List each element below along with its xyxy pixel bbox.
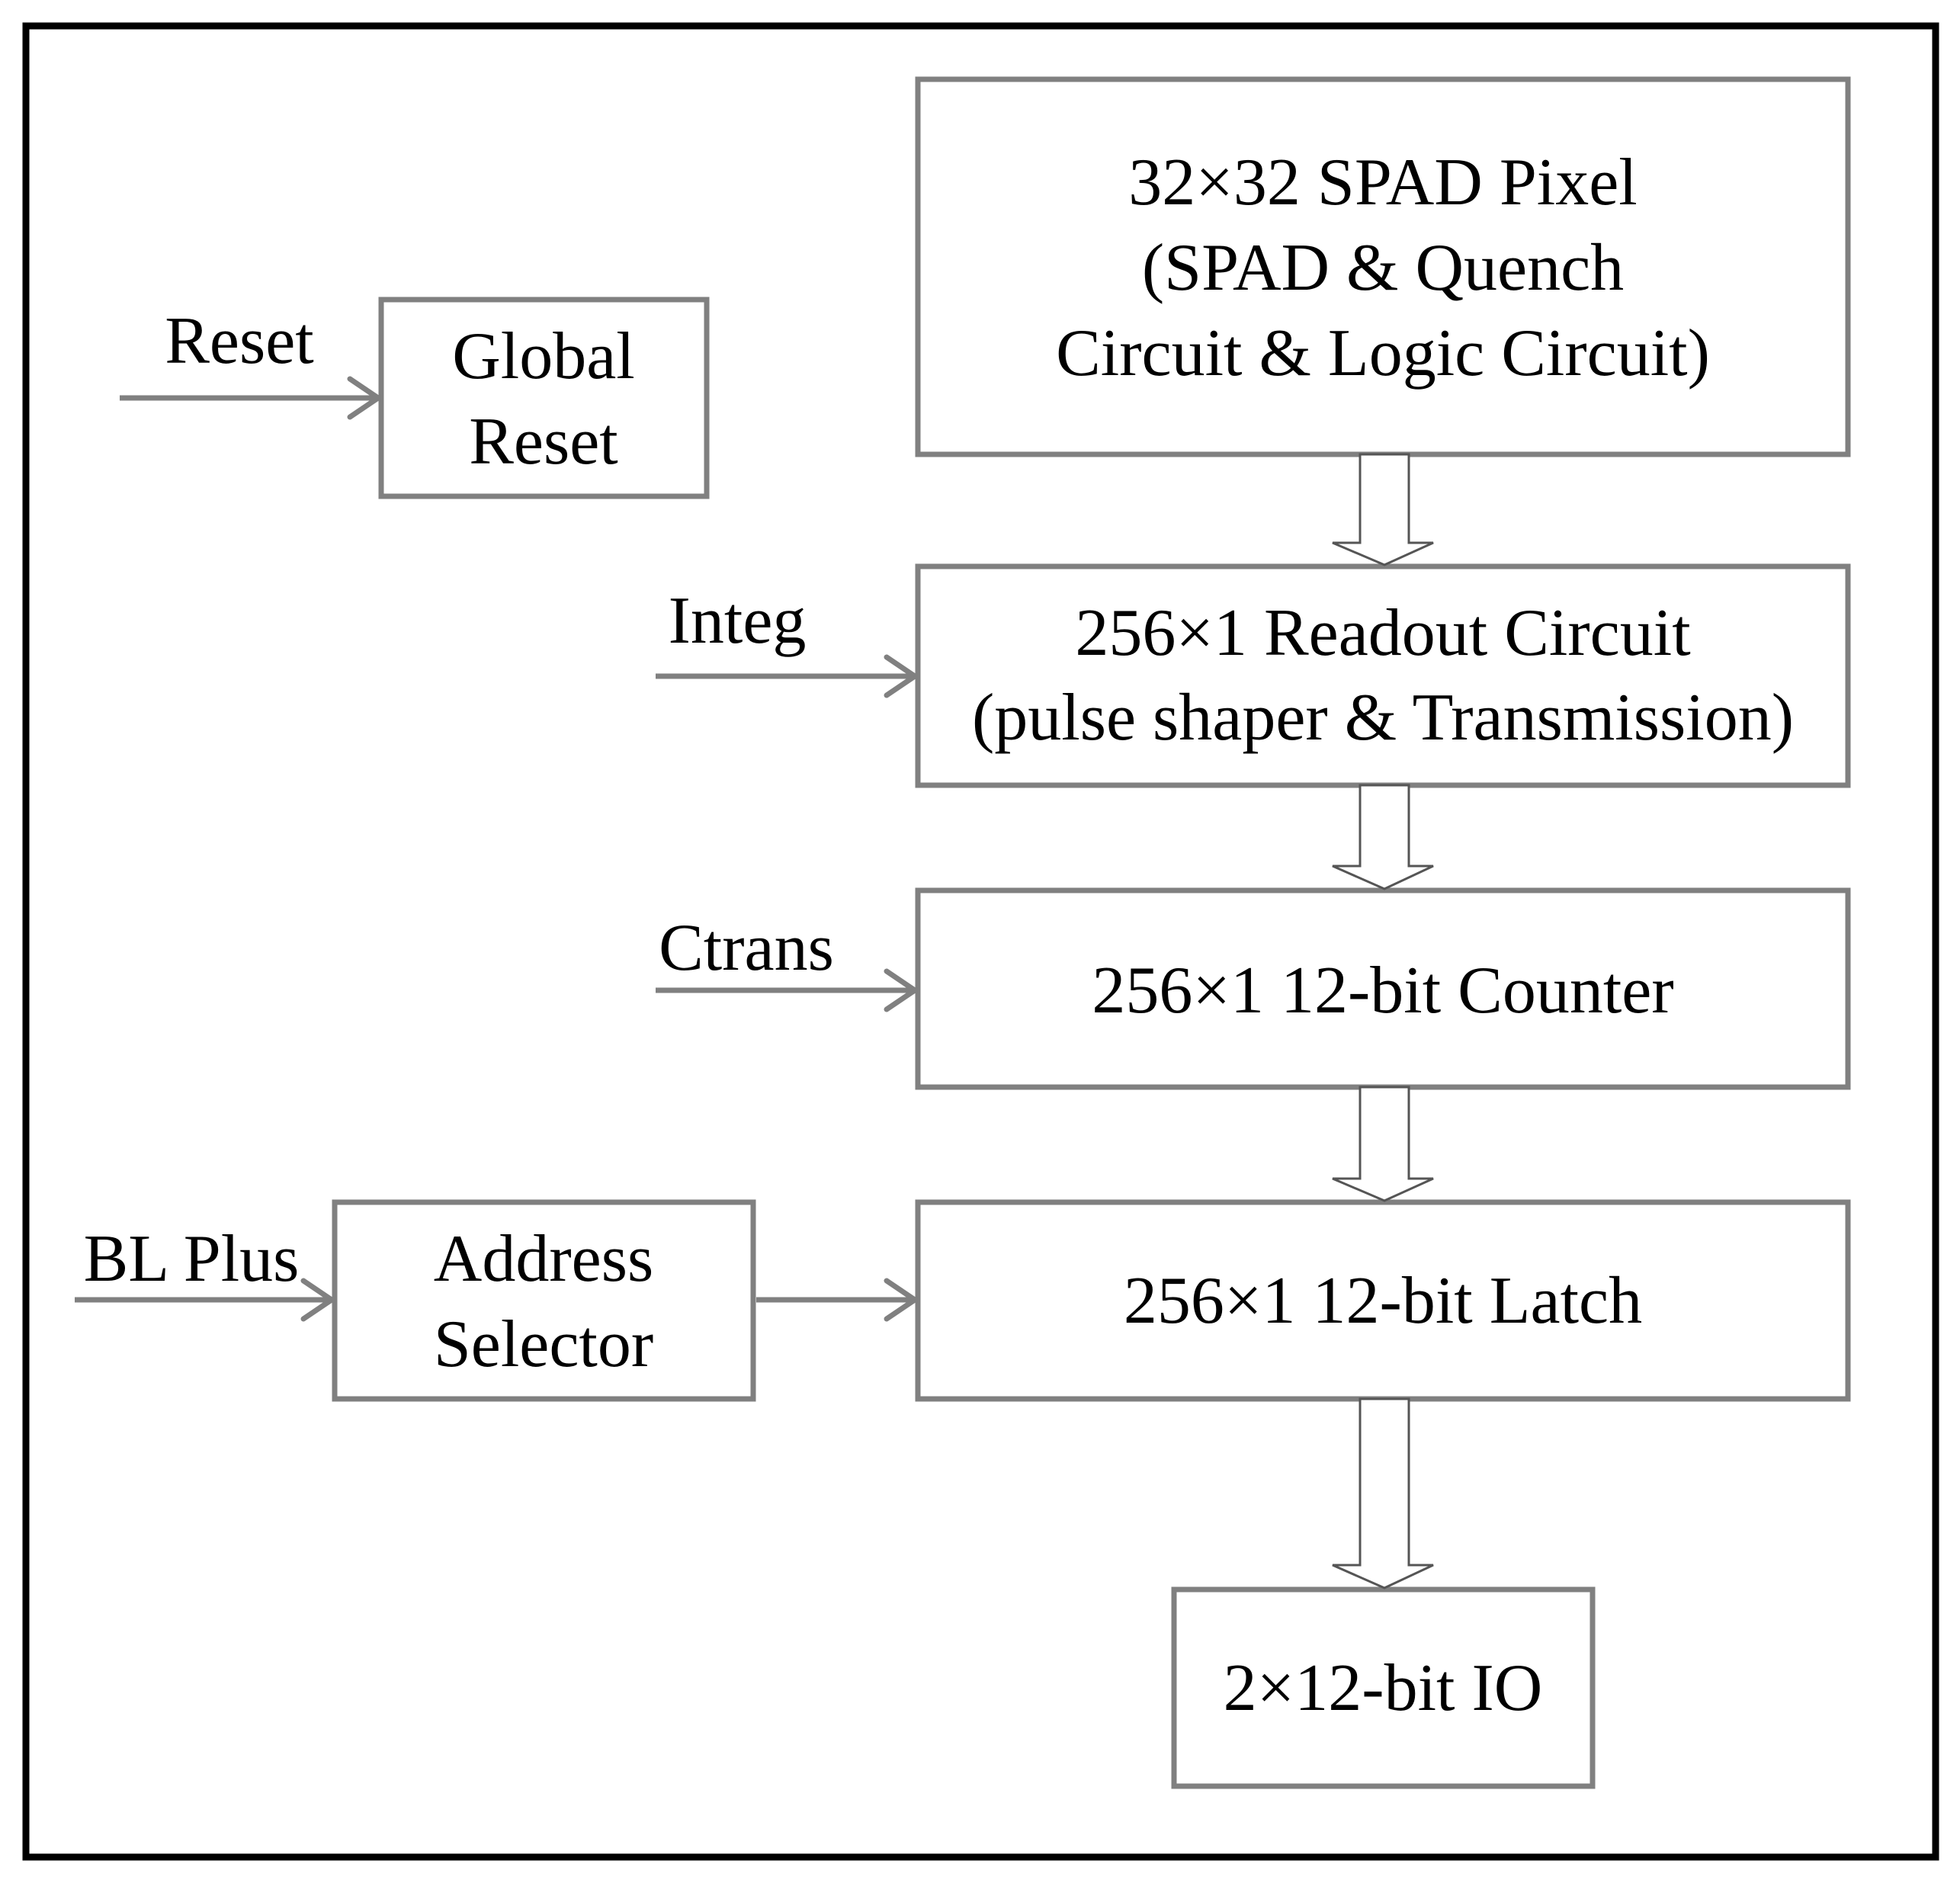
- readout-circuit-label-line1: 256×1 Readout Circuit: [1075, 596, 1690, 670]
- address-to-latch-connector: [756, 1278, 918, 1322]
- global-reset-label-line1: Global: [452, 319, 635, 393]
- address-to-latch-arrow-head: [884, 1278, 918, 1322]
- bus-arrow-counter-to-latch: [1332, 1086, 1434, 1202]
- spad-pixel-box: [915, 76, 1851, 457]
- integ-signal: Integ: [656, 584, 918, 698]
- address-selector-box: [332, 1199, 756, 1402]
- ctrans-signal: Ctrans: [656, 911, 918, 1012]
- bl-plus-arrow-head: [300, 1278, 335, 1322]
- address-selector-label-line2: Selector: [434, 1307, 653, 1381]
- readout-circuit-block: 256×1 Readout Circuit (pulse shaper & Tr…: [915, 563, 1851, 788]
- integ-signal-label: Integ: [669, 584, 807, 658]
- io-box: [1171, 1586, 1596, 1789]
- latch-block: 256×1 12-bit Latch: [915, 1199, 1851, 1402]
- global-reset-block: Global Reset: [378, 297, 710, 499]
- bl-plus-signal-label: BL Plus: [84, 1222, 300, 1296]
- spad-pixel-label-line2: (SPAD & Quench: [1142, 231, 1624, 305]
- latch-box: [915, 1199, 1851, 1402]
- counter-block: 256×1 12-bit Counter: [915, 887, 1851, 1090]
- counter-label: 256×1 12-bit Counter: [1092, 954, 1673, 1028]
- readout-circuit-label-line2: (pulse shaper & Transmission): [972, 681, 1794, 755]
- ctrans-signal-label: Ctrans: [659, 911, 834, 985]
- spad-pixel-label-line3: Circuit & Logic Circuit): [1056, 316, 1710, 390]
- outer-frame: [22, 22, 1939, 1861]
- io-label: 2×12-bit IO: [1224, 1651, 1543, 1725]
- spad-pixel-label-line1: 32×32 SPAD Pixel: [1128, 146, 1637, 220]
- latch-label: 256×1 12-bit Latch: [1124, 1264, 1642, 1338]
- readout-circuit-box: [915, 563, 1851, 788]
- bl-plus-signal: BL Plus: [75, 1222, 335, 1322]
- reset-signal: Reset: [120, 304, 381, 420]
- address-selector-label-line1: Address: [434, 1222, 653, 1296]
- ctrans-arrow-head: [884, 968, 918, 1012]
- io-block: 2×12-bit IO: [1171, 1586, 1596, 1789]
- reset-signal-label: Reset: [165, 304, 314, 378]
- integ-arrow-head: [884, 654, 918, 698]
- bus-arrow-latch-to-io: [1332, 1397, 1434, 1589]
- global-reset-box: [378, 297, 710, 499]
- bus-arrow-readout-to-counter: [1332, 784, 1434, 890]
- spad-pixel-block: 32×32 SPAD Pixel (SPAD & Quench Circuit …: [915, 76, 1851, 457]
- bus-arrow-spad-to-readout: [1332, 453, 1434, 566]
- reset-arrow-head: [347, 376, 381, 420]
- address-selector-block: Address Selector: [332, 1199, 756, 1402]
- global-reset-label-line2: Reset: [469, 405, 618, 479]
- counter-box: [915, 887, 1851, 1090]
